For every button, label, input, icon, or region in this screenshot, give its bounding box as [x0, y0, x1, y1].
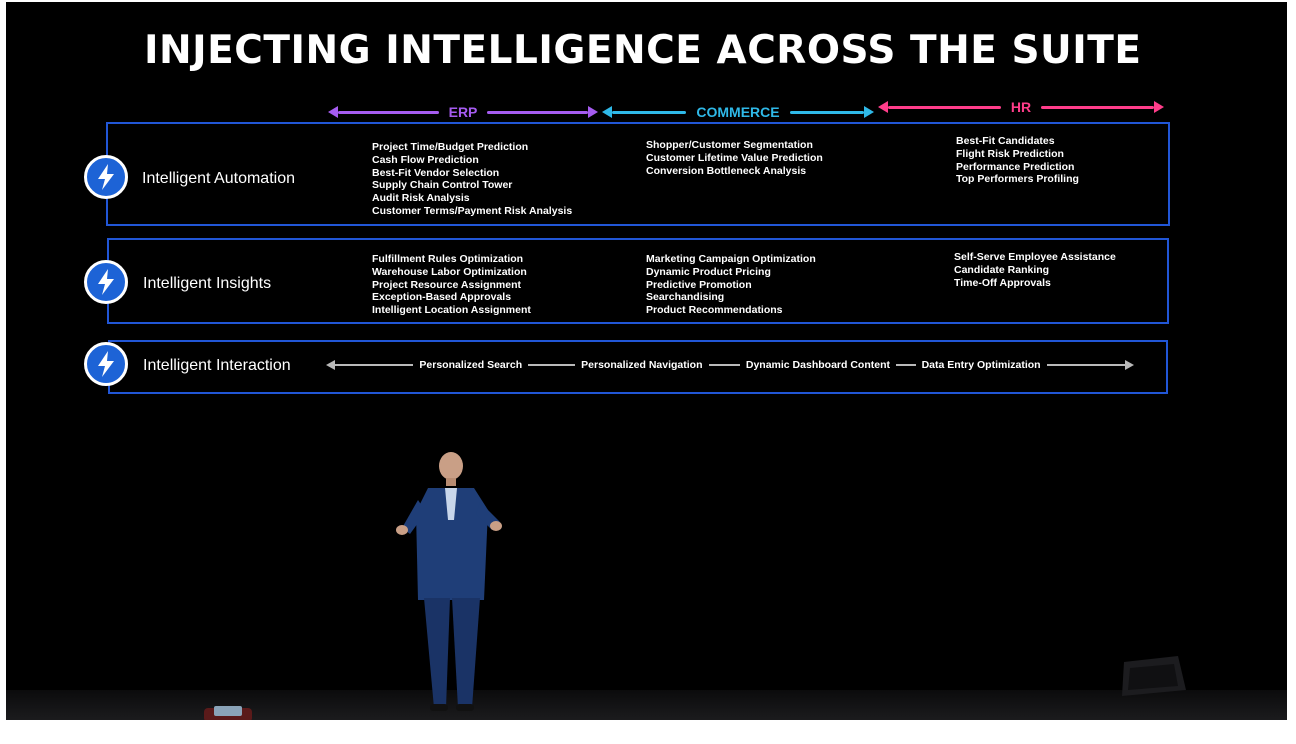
lightning-bolt-icon	[84, 155, 128, 199]
lightning-bolt-icon	[84, 260, 128, 304]
category-erp: ERP	[328, 102, 599, 122]
timeline-line	[708, 364, 740, 366]
feature-item: Supply Chain Control Tower	[372, 179, 513, 192]
timeline-line	[335, 364, 414, 366]
feature-item: Customer Lifetime Value Prediction	[646, 151, 823, 164]
feature-item: Product Recommendations	[646, 304, 783, 317]
arrow-left-icon	[326, 360, 335, 370]
slide-title: INJECTING INTELLIGENCE ACROSS THE SUITE	[144, 28, 1142, 73]
arrow-left-icon	[602, 106, 612, 118]
category-label-hr: HR	[1010, 99, 1032, 115]
feature-item: Project Resource Assignment	[372, 278, 521, 291]
interaction-item: Personalized Search	[419, 359, 523, 371]
feature-item: Warehouse Labor Optimization	[372, 265, 527, 278]
feature-item: Top Performers Profiling	[956, 173, 1079, 186]
arrow-right-icon	[864, 106, 875, 118]
feature-item: Self-Serve Employee Assistance	[954, 251, 1116, 263]
feature-item: Best-Fit Candidates	[956, 135, 1055, 147]
hr-features: Self-Serve Employee Assistance Candidate…	[954, 251, 1116, 289]
category-line	[789, 110, 865, 114]
lightning-bolt-icon	[84, 342, 128, 386]
stage-object	[204, 706, 252, 720]
interaction-item: Data Entry Optimization	[921, 359, 1041, 371]
category-line	[338, 110, 439, 114]
row-label: Intelligent Interaction	[143, 357, 291, 374]
feature-item: Fulfillment Rules Optimization	[372, 253, 524, 265]
feature-item: Cash Flow Prediction	[372, 153, 479, 166]
category-commerce: COMMERCE	[602, 102, 875, 122]
feature-item: Dynamic Product Pricing	[646, 265, 771, 278]
feature-item: Exception-Based Approvals	[372, 291, 512, 304]
category-line	[487, 110, 589, 114]
feature-item: Flight Risk Prediction	[956, 147, 1064, 160]
hr-features: Best-Fit Candidates Flight Risk Predicti…	[956, 135, 1079, 186]
feature-item: Shopper/Customer Segmentation	[646, 139, 813, 151]
category-label-erp: ERP	[448, 104, 478, 120]
category-line	[1041, 105, 1155, 109]
feature-item: Conversion Bottleneck Analysis	[646, 164, 807, 177]
arrow-right-icon	[1124, 360, 1134, 370]
speaker-figure	[396, 452, 502, 711]
row-label: Intelligent Automation	[142, 170, 295, 187]
row-label: Intelligent Insights	[143, 275, 272, 292]
arrow-left-icon	[328, 106, 338, 118]
feature-item: Audit Risk Analysis	[372, 192, 470, 205]
category-line	[888, 105, 1001, 109]
category-hr: HR	[878, 97, 1165, 117]
stage: INJECTING INTELLIGENCE ACROSS THE SUITE …	[6, 2, 1287, 720]
arrow-right-icon	[588, 106, 599, 118]
feature-item: Candidate Ranking	[954, 263, 1050, 276]
commerce-features: Marketing Campaign Optimization Dynamic …	[646, 253, 816, 317]
erp-features: Project Time/Budget Prediction Cash Flow…	[372, 141, 572, 218]
erp-features: Fulfillment Rules Optimization Warehouse…	[372, 253, 531, 317]
feature-item: Project Time/Budget Prediction	[372, 141, 529, 153]
feature-item: Intelligent Location Assignment	[372, 304, 531, 317]
category-line	[612, 110, 687, 114]
commerce-features: Shopper/Customer Segmentation Customer L…	[646, 139, 823, 177]
timeline-line	[528, 364, 576, 366]
timeline-line	[1046, 364, 1125, 366]
feature-item: Performance Prediction	[956, 160, 1075, 173]
feature-item: Time-Off Approvals	[954, 276, 1051, 289]
feature-item: Best-Fit Vendor Selection	[372, 166, 500, 179]
interaction-item: Personalized Navigation	[581, 359, 703, 371]
feature-item: Customer Terms/Payment Risk Analysis	[372, 204, 573, 217]
interaction-item: Dynamic Dashboard Content	[745, 359, 890, 371]
feature-item: Searchandising	[646, 291, 725, 304]
arrow-left-icon	[878, 101, 888, 113]
arrow-right-icon	[1154, 101, 1165, 113]
stage-floor	[6, 690, 1287, 720]
category-label-commerce: COMMERCE	[696, 104, 780, 120]
timeline-line	[895, 364, 916, 366]
feature-item: Predictive Promotion	[646, 278, 752, 291]
interaction-timeline: Personalized Search Personalized Navigat…	[326, 358, 1134, 372]
stage-monitor	[1122, 656, 1186, 696]
feature-item: Marketing Campaign Optimization	[646, 253, 816, 265]
